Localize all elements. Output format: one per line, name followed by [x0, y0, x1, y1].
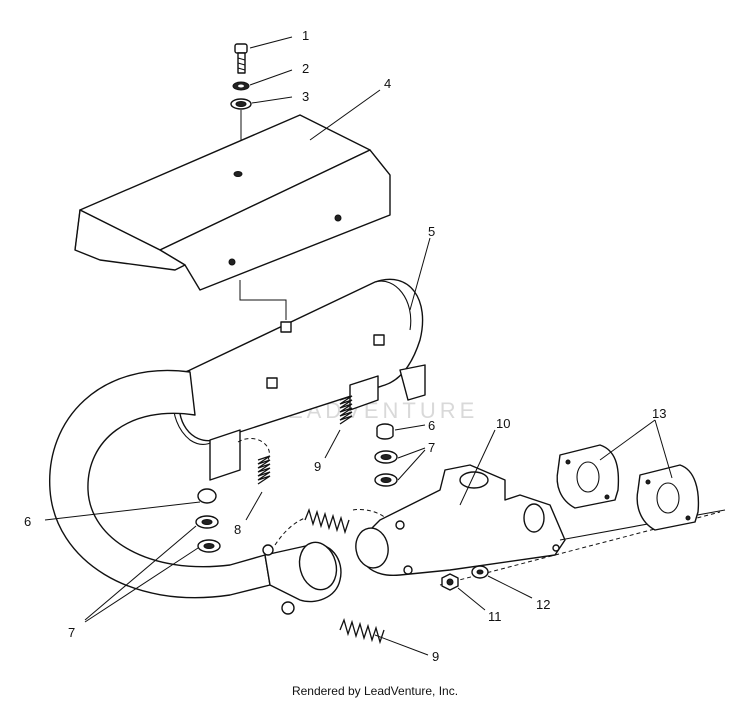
grommet-part-lower [197, 488, 217, 504]
nut-part [441, 573, 459, 591]
callout-1: 1 [302, 28, 309, 43]
heat-shield-part [74, 114, 391, 291]
callout-5: 5 [428, 224, 435, 239]
callout-7-right: 7 [428, 440, 435, 455]
spring-part-9-upper [339, 395, 353, 425]
washer-part-12 [471, 565, 489, 579]
grommet-part-upper [376, 423, 394, 440]
callout-13: 13 [652, 406, 666, 421]
callout-3: 3 [302, 89, 309, 104]
callout-12: 12 [536, 597, 550, 612]
callout-11: 11 [488, 609, 502, 624]
spring-9-connector-right [352, 509, 389, 521]
washer-set-right [374, 450, 398, 487]
spring-9-connector-left [274, 517, 306, 546]
shield-mount-line [239, 280, 287, 320]
callout-7-left: 7 [68, 625, 75, 640]
exhaust-manifold-part [355, 464, 566, 576]
spring-part-9-lower [339, 617, 385, 645]
gasket-part-lower [636, 464, 700, 531]
spring-8-connector [237, 437, 270, 461]
callout-6-right: 6 [428, 418, 435, 433]
gasket-part-upper [556, 444, 620, 509]
muffler-part [172, 278, 426, 481]
callout-9-upper: 9 [314, 459, 321, 474]
spring-part-8 [257, 455, 271, 485]
callout-4: 4 [384, 76, 391, 91]
spring-part-9-middle [304, 507, 350, 535]
bolt-part [234, 43, 248, 74]
callout-9-lower: 9 [432, 649, 439, 664]
callout-6-left: 6 [24, 514, 31, 529]
leader-lines [44, 36, 673, 656]
head-pipe-part [49, 369, 342, 615]
lock-washer-part [232, 81, 250, 91]
callout-10: 10 [496, 416, 510, 431]
flat-washer-part [230, 98, 252, 110]
footer-credit: Rendered by LeadVenture, Inc. [292, 684, 458, 698]
callout-2: 2 [302, 61, 309, 76]
callout-8: 8 [234, 522, 241, 537]
washer-set-left [195, 515, 221, 553]
